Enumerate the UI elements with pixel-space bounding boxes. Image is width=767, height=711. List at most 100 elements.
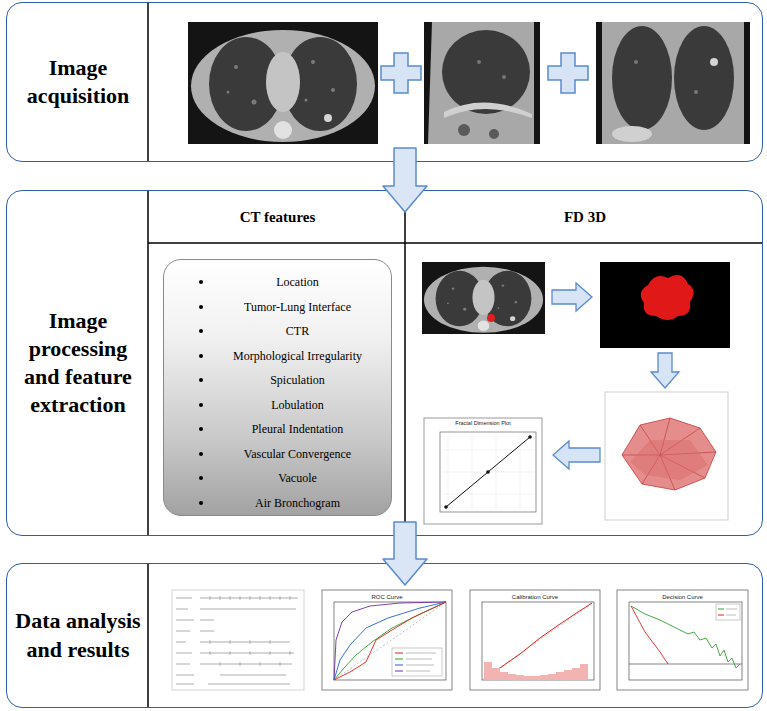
nomogram-thumbnail [200, 598, 298, 599]
feature-item: Tumor-Lung Interface [172, 295, 383, 320]
calibration-thumbnail [484, 662, 588, 680]
feature-item: Lobulation [172, 393, 383, 418]
calibration-thumbnail [492, 668, 500, 680]
roc-thumbnail [322, 590, 452, 690]
decision-thumbnail [631, 606, 668, 664]
nomogram-thumbnail [200, 609, 296, 610]
decision-thumbnail [631, 606, 740, 668]
fractal-plot [528, 435, 532, 439]
calibration-thumbnail [508, 674, 516, 680]
nomogram-thumbnail [172, 590, 304, 690]
stage-title: Image processing and feature extraction [7, 191, 149, 535]
plus-symbol [381, 53, 421, 93]
segmentation-image [641, 275, 694, 320]
feature-list: LocationTumor-Lung InterfaceCTRMorpholog… [164, 260, 391, 515]
decision-thumbnail [617, 590, 748, 690]
fractal-plot [446, 437, 530, 507]
small-arrow [651, 353, 679, 388]
calibration-thumbnail [482, 602, 594, 680]
decision-thumbnail [726, 609, 737, 615]
nomogram-thumbnail [176, 598, 298, 684]
roc-thumbnail [395, 671, 403, 672]
panel-divider [404, 190, 406, 536]
column-heading: CT features [149, 191, 406, 244]
calibration-thumbnail [516, 675, 524, 680]
ct-image [188, 22, 750, 144]
nomogram-thumbnail [176, 609, 188, 610]
nomogram-thumbnail [200, 631, 214, 632]
plus-symbol [381, 53, 588, 93]
decision-thumbnail [629, 664, 742, 665]
fd-ct-image [422, 262, 545, 334]
chart-title: Fractal Dimension Plot [424, 421, 542, 427]
feature-item: Air Bronchogram [172, 491, 383, 516]
nomogram-thumbnail [200, 620, 214, 621]
panel-divider [147, 2, 149, 162]
panel-divider [148, 2, 763, 708]
calibration-thumbnail [524, 676, 532, 680]
roc-thumbnail [395, 659, 403, 660]
nomogram-thumbnail [210, 596, 290, 666]
feature-item: Location [172, 270, 383, 295]
stage-panel: Image acquisition [6, 2, 763, 162]
calibration-thumbnail [470, 590, 600, 690]
mesh-image [622, 418, 716, 490]
roc-thumbnail [334, 602, 446, 680]
roc-thumbnail [395, 665, 403, 666]
decision-thumbnail [716, 604, 740, 620]
mesh-image [605, 392, 728, 520]
nomogram-thumbnail [176, 653, 192, 654]
chart-title: Decision Curve [617, 594, 748, 600]
fractal-plot [444, 505, 448, 509]
calibration-thumbnail [556, 672, 564, 680]
feature-item: Morphological Irregularity [172, 344, 383, 369]
decision-thumbnail [718, 609, 724, 610]
small-arrow [552, 283, 679, 469]
panel-divider [147, 190, 149, 536]
small-arrow [553, 441, 600, 469]
nomogram-thumbnail [176, 631, 190, 632]
stage-panel: Image processing and feature extractionC… [6, 190, 763, 536]
fractal-plot [442, 436, 534, 510]
nomogram-thumbnail [176, 598, 192, 599]
roc-thumbnail [334, 602, 446, 680]
calibration-thumbnail [484, 662, 492, 680]
nomogram-thumbnail [176, 684, 194, 685]
column-section: FD 3D [406, 191, 764, 537]
feature-item: Vascular Convergence [172, 442, 383, 467]
decision-thumbnail [629, 602, 742, 680]
fd-ct-image [487, 314, 495, 322]
roc-thumbnail [334, 602, 446, 680]
segmentation-image [600, 262, 730, 348]
calibration-thumbnail [484, 603, 592, 678]
mesh-image [622, 418, 716, 490]
calibration-thumbnail [532, 676, 540, 680]
ct-image [188, 22, 378, 144]
column-section: CT featuresLocationTumor-Lung InterfaceC… [149, 191, 406, 537]
calibration-thumbnail [470, 590, 600, 690]
nomogram-thumbnail [208, 684, 290, 685]
stage-panel: Data analysis and results [6, 563, 763, 708]
fractal-plot [424, 418, 542, 524]
roc-thumbnail [334, 602, 446, 680]
fd-ct-image [422, 262, 545, 334]
roc-thumbnail [322, 590, 452, 690]
decision-thumbnail [718, 615, 724, 616]
small-arrow [552, 283, 592, 311]
calibration-thumbnail [500, 672, 508, 680]
column-heading: FD 3D [406, 191, 764, 244]
nomogram-thumbnail [176, 620, 194, 621]
fractal-plot [424, 418, 542, 524]
nomogram-thumbnail [220, 675, 286, 676]
nomogram-thumbnail [200, 653, 294, 654]
ct-image [424, 22, 540, 144]
stage-title: Data analysis and results [7, 564, 149, 707]
roc-thumbnail [334, 602, 446, 680]
calibration-thumbnail [564, 670, 572, 680]
calibration-thumbnail [540, 675, 548, 680]
nomogram-thumbnail [176, 642, 186, 643]
feature-item: Vacuole [172, 466, 383, 491]
roc-thumbnail [406, 653, 436, 671]
